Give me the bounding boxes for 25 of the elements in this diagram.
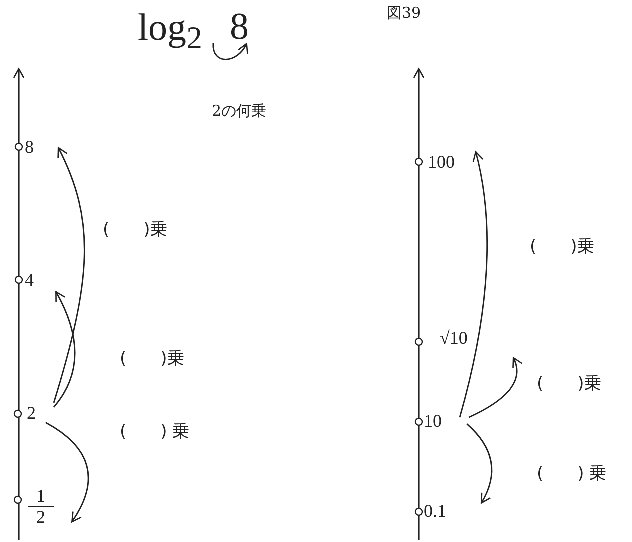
figure-number: 図39 [387,4,422,23]
curved-arrow [459,151,488,418]
fraction-value: 1 2 [28,487,54,537]
answer-blank: ( )乗 [530,236,594,258]
axis-value: 10 [424,411,460,433]
axis-value: log$_{2}$ [138,6,220,50]
axis-value: 8 [25,137,49,159]
axis-value: 0.1 [424,501,460,523]
answer-blank: ( )乗 [120,348,184,370]
answer-blank: ( ) 乗 [120,421,190,443]
axis-value: 8 [230,6,258,48]
axis-value: 4 [25,270,49,292]
curved-arrow [212,43,248,60]
answer-blank: ( ) 乗 [537,463,607,485]
answer-blank: ( )乗 [103,219,168,241]
curved-arrow [53,147,86,404]
axis-value: 2 [27,403,54,425]
curved-arrow [53,291,76,408]
axis-value: √10 [440,328,486,354]
curved-arrow [466,424,493,504]
answer-blank: ( )乗 [537,373,602,395]
note: 2の何乗 [212,102,267,121]
curved-arrow [46,422,90,523]
axis-value: 100 [428,152,468,174]
curved-arrow [468,357,522,418]
